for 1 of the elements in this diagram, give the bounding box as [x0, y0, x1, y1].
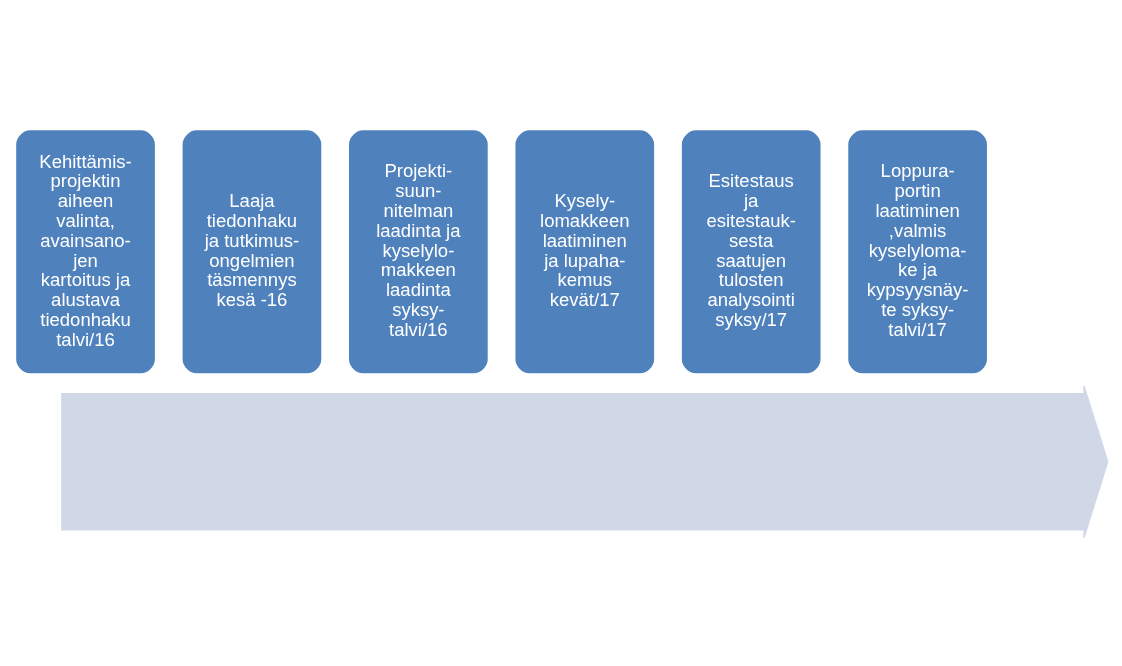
node-arrow [61, 385, 1109, 539]
